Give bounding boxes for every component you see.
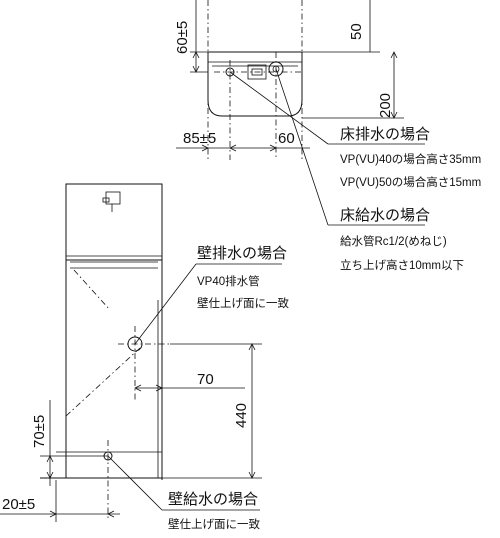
wall-drain-title: 壁排水の場合 (197, 245, 287, 262)
floor-supply-title: 床給水の場合 (340, 207, 430, 224)
dim-top-left-vertical: 60±5 (174, 21, 191, 54)
dim-floor-offset: 85±5 (183, 130, 216, 147)
callout-wall-drain: 壁排水の場合 VP40排水管 壁仕上げ面に一致 (197, 245, 289, 310)
callout-wall-supply: 壁給水の場合 壁仕上げ面に一致 (168, 491, 260, 531)
dim-top-right-vertical: 50 (348, 23, 365, 40)
dim-wall-height: 440 (233, 403, 250, 428)
floor-supply-line1: 給水管Rc1/2(めねじ) (340, 234, 447, 248)
floor-drain-title: 床排水の場合 (340, 126, 430, 143)
dim-supply-height: 70±5 (31, 415, 48, 448)
callout-floor-drain: 床排水の場合 VP(VU)40の場合高さ35mm VP(VU)50の場合高さ15… (340, 126, 481, 189)
callout-floor-supply: 床給水の場合 給水管Rc1/2(めねじ) 立ち上げ高さ10mm以下 (340, 207, 464, 272)
dim-wall-horizontal: 70 (197, 371, 214, 388)
dim-supply-offset: 20±5 (2, 496, 35, 513)
floor-drain-line2: VP(VU)50の場合高さ15mm (340, 175, 481, 189)
floor-drain-line1: VP(VU)40の場合高さ35mm (340, 152, 481, 166)
wall-supply-line1: 壁仕上げ面に一致 (168, 517, 260, 531)
wall-drain-line2: 壁仕上げ面に一致 (197, 296, 289, 310)
dim-right-height: 200 (377, 93, 394, 118)
wall-drain-line1: VP40排水管 (197, 274, 260, 288)
dim-floor-width: 60 (278, 130, 295, 147)
elevation-view: 70 440 70±5 20±5 (0, 183, 262, 522)
wall-supply-title: 壁給水の場合 (168, 491, 258, 508)
floor-supply-line2: 立ち上げ高さ10mm以下 (340, 258, 464, 272)
